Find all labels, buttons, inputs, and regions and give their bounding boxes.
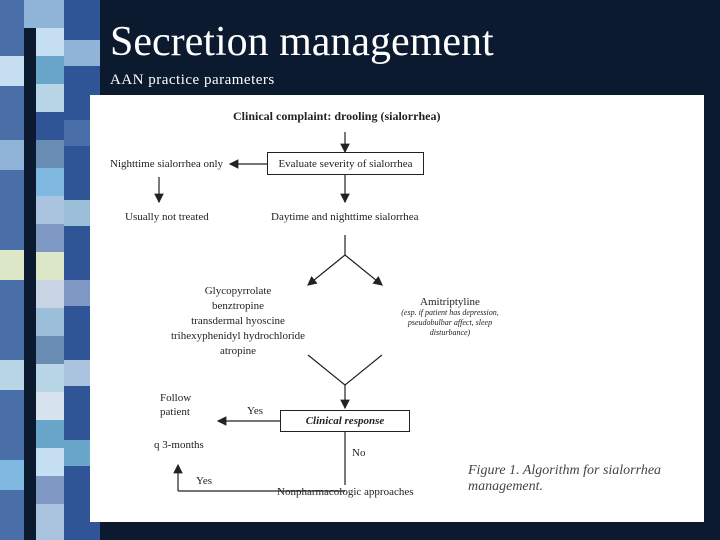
note-line: (esp. if patient has depression, <box>401 308 499 317</box>
flowchart-connectors <box>154 132 383 492</box>
nighttime-only-label: Nighttime sialorrhea only <box>110 158 224 170</box>
yes-label-upper: Yes <box>247 405 264 417</box>
usually-not-treated-label: Usually not treated <box>125 211 209 223</box>
drug-item: atropine <box>219 345 257 357</box>
evaluate-severity-box: Evaluate severity of sialorrhea <box>267 152 424 175</box>
drug-item: transdermal hyoscine <box>191 315 285 327</box>
follow-line: Follow <box>160 392 192 404</box>
drug-item: trihexyphenidyl hydrochloride <box>170 330 306 342</box>
no-label: No <box>352 447 366 459</box>
day-and-night-label: Daytime and nighttime sialorrhea <box>271 211 419 223</box>
drug-item: benztropine <box>212 300 264 312</box>
caption-line: management. <box>468 479 544 494</box>
amitriptyline-label: Amitriptyline <box>420 296 480 308</box>
clinical-response-box: Clinical response <box>280 410 410 432</box>
follow-line: patient <box>160 406 190 418</box>
drug-list: Glycopyrrolate benztropine transdermal h… <box>168 284 308 359</box>
amitriptyline-note: (esp. if patient has depression, pseudob… <box>385 308 515 338</box>
follow-patient-label: Follow patient <box>160 391 191 419</box>
yes-label-lower: Yes <box>196 475 213 487</box>
clinical-complaint-heading: Clinical complaint: drooling (sialorrhea… <box>233 109 441 123</box>
figure-caption: Figure 1. Algorithm for sialorrhea manag… <box>468 463 661 495</box>
algorithm-figure: Clinical complaint: drooling (sialorrhea… <box>90 95 704 522</box>
note-line: disturbance) <box>429 328 471 337</box>
slide-subtitle: AAN practice parameters <box>110 72 275 88</box>
left-stripe-decoration <box>0 0 100 540</box>
caption-line: Figure 1. Algorithm for sialorrhea <box>468 463 662 478</box>
slide-title: Secretion management <box>110 19 494 65</box>
nonpharmacologic-label: Nonpharmacologic approaches <box>277 486 414 498</box>
note-line: pseudobulbar affect, sleep <box>407 318 493 327</box>
amitriptyline-block: Amitriptyline (esp. if patient has depre… <box>385 296 515 338</box>
q3-months-label: q 3-months <box>154 439 204 451</box>
drug-item: Glycopyrrolate <box>204 285 272 297</box>
clinical-response-label: Clinical response <box>305 415 385 427</box>
